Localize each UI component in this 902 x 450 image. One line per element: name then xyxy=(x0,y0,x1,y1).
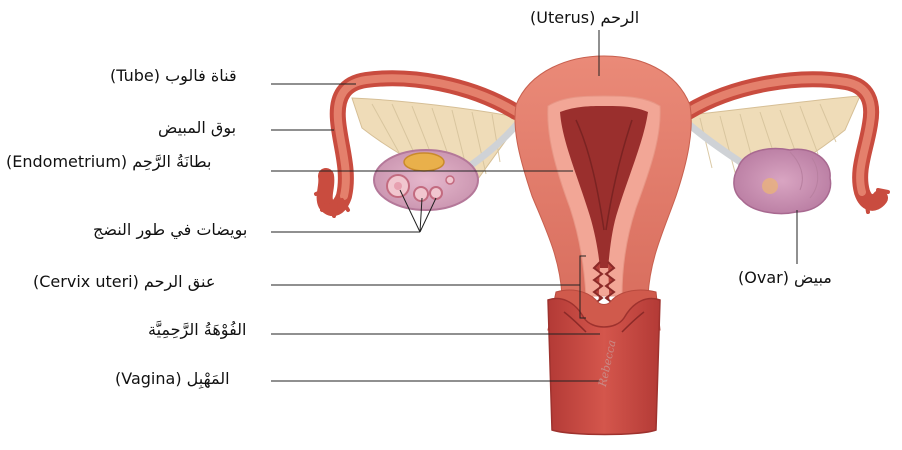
label-endometrium: بطانَةُ الرَّحِم (Endometrium) xyxy=(6,152,212,172)
label-os: الفُوْهَةُ الرَّحِمِيَّة xyxy=(148,320,246,340)
label-oocytes: بويضات في طور النضج xyxy=(93,220,247,240)
follicle-large xyxy=(404,153,444,171)
ovary-right xyxy=(734,149,831,214)
label-uterus: الرحم (Uterus) xyxy=(530,8,639,28)
label-tube: قناة فالوب (Tube) xyxy=(110,66,237,86)
label-ovary: مبيض (Ovar) xyxy=(738,268,832,288)
label-vagina: المَهْبِل (Vagina) xyxy=(115,369,230,389)
label-cervix: عنق الرحم (Cervix uteri) xyxy=(33,272,215,292)
follicle-2 xyxy=(414,187,428,201)
follicle-3 xyxy=(430,187,442,199)
label-fimbriae: بوق المبيض xyxy=(158,118,236,138)
follicle-4 xyxy=(446,176,454,184)
